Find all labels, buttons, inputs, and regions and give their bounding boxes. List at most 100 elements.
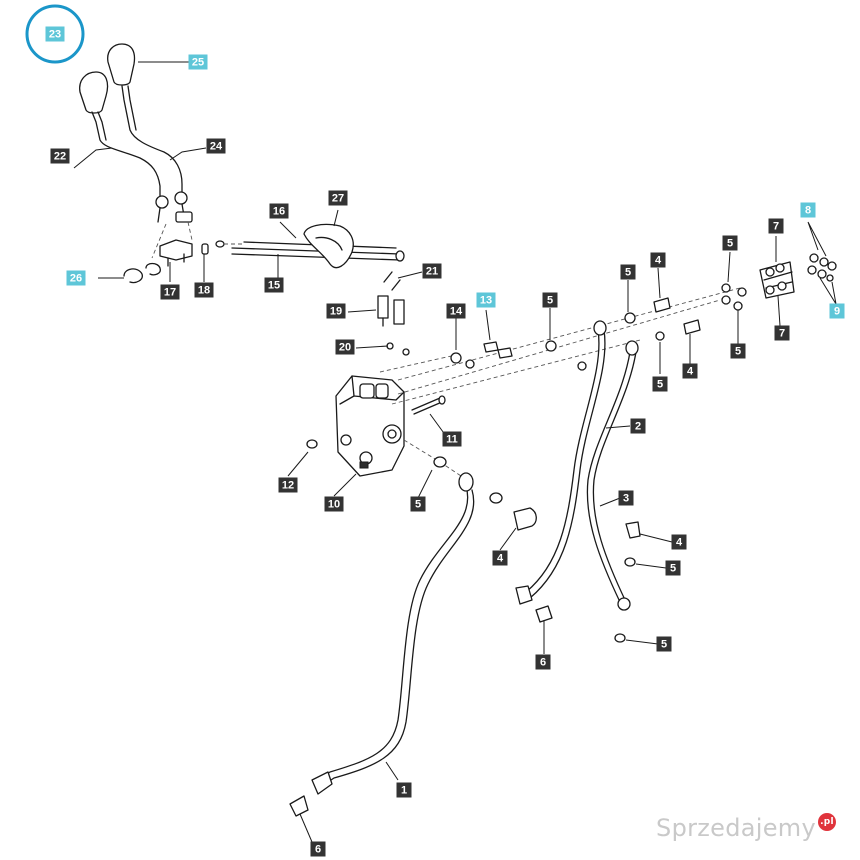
callout-box bbox=[278, 477, 298, 493]
callout-box bbox=[652, 376, 668, 392]
callout-5: 5 bbox=[542, 292, 558, 308]
hose-1 bbox=[289, 472, 475, 817]
callout-box bbox=[264, 277, 284, 293]
callout-box bbox=[160, 284, 180, 300]
callout-11: 11 bbox=[442, 431, 462, 447]
callout-number: 23 bbox=[49, 29, 61, 41]
callout-5: 5 bbox=[730, 343, 746, 359]
callout-number: 13 bbox=[480, 295, 492, 307]
callout-26-highlighted: 26 bbox=[66, 270, 86, 286]
callout-box bbox=[328, 190, 348, 206]
callout-number: 9 bbox=[834, 306, 840, 318]
callout-number: 5 bbox=[657, 379, 663, 391]
callout-box bbox=[326, 303, 346, 319]
callout-box bbox=[542, 292, 558, 308]
callout-2: 2 bbox=[630, 418, 646, 434]
callout-23-highlighted: 23 bbox=[45, 26, 65, 42]
callout-6: 6 bbox=[535, 654, 551, 670]
callout-box bbox=[45, 26, 65, 42]
callout-number: 22 bbox=[54, 151, 66, 163]
callout-number: 5 bbox=[415, 499, 421, 511]
callout-box bbox=[800, 202, 816, 218]
callout-box bbox=[194, 282, 214, 298]
callout-number: 14 bbox=[450, 306, 463, 318]
control-valve-10 bbox=[335, 375, 405, 477]
bracket-17 bbox=[159, 239, 193, 267]
callout-box bbox=[618, 490, 634, 506]
callout-number: 5 bbox=[625, 267, 631, 279]
callout-box bbox=[730, 343, 746, 359]
callout-box bbox=[310, 841, 326, 857]
callout-24: 24 bbox=[206, 138, 226, 154]
lever-clevis-joints bbox=[155, 191, 193, 223]
linkage-rods bbox=[215, 240, 405, 262]
callout-number: 8 bbox=[805, 205, 811, 217]
callout-box bbox=[665, 560, 681, 576]
watermark: Sprzedajemy.pl bbox=[656, 813, 836, 842]
callout-number: 12 bbox=[282, 480, 294, 492]
callout-box bbox=[722, 235, 738, 251]
bolt-11 bbox=[411, 395, 446, 415]
callout-number: 27 bbox=[332, 193, 344, 205]
callout-12: 12 bbox=[278, 477, 298, 493]
callout-7: 7 bbox=[768, 218, 784, 234]
callout-5: 5 bbox=[652, 376, 668, 392]
callout-number: 15 bbox=[268, 280, 280, 292]
callout-9-highlighted: 9 bbox=[829, 303, 845, 319]
callout-number: 5 bbox=[547, 295, 553, 307]
callout-5: 5 bbox=[665, 560, 681, 576]
callout-number: 2 bbox=[635, 421, 641, 433]
callout-box bbox=[476, 292, 496, 308]
callout-box bbox=[682, 363, 698, 379]
callout-box bbox=[535, 654, 551, 670]
callout-25-highlighted: 25 bbox=[188, 54, 208, 70]
callout-17: 17 bbox=[160, 284, 180, 300]
callout-number: 5 bbox=[735, 346, 741, 358]
callout-box bbox=[774, 325, 790, 341]
callout-box bbox=[50, 148, 70, 164]
callout-box bbox=[269, 203, 289, 219]
rod-end-19 bbox=[377, 295, 389, 327]
callout-1: 1 bbox=[396, 782, 412, 798]
callout-4: 4 bbox=[671, 534, 687, 550]
callout-8-highlighted: 8 bbox=[800, 202, 816, 218]
pin-18 bbox=[201, 243, 209, 255]
callout-number: 4 bbox=[655, 255, 662, 267]
callout-number: 26 bbox=[70, 273, 82, 285]
callout-number: 21 bbox=[426, 266, 438, 278]
callout-number: 4 bbox=[497, 553, 504, 565]
callout-number: 7 bbox=[779, 328, 785, 340]
callout-4: 4 bbox=[682, 363, 698, 379]
callout-3: 3 bbox=[618, 490, 634, 506]
callout-number: 17 bbox=[164, 287, 176, 299]
callout-14: 14 bbox=[446, 303, 466, 319]
callout-number: 18 bbox=[198, 285, 210, 297]
nuts-20 bbox=[386, 342, 410, 356]
callout-box bbox=[410, 496, 426, 512]
callout-number: 5 bbox=[727, 238, 733, 250]
callout-4: 4 bbox=[650, 252, 666, 268]
callout-number: 11 bbox=[446, 434, 458, 446]
callout-number: 1 bbox=[401, 785, 407, 797]
callout-number: 5 bbox=[661, 639, 667, 651]
callout-box bbox=[650, 252, 666, 268]
highlight-circle-23 bbox=[25, 4, 85, 64]
retaining-clip-26 bbox=[123, 262, 161, 284]
callout-box bbox=[671, 534, 687, 550]
callout-box bbox=[620, 264, 636, 280]
callout-box bbox=[324, 496, 344, 512]
callout-22: 22 bbox=[50, 148, 70, 164]
callout-6: 6 bbox=[310, 841, 326, 857]
rod-end-21 bbox=[383, 271, 405, 325]
adapters-4 bbox=[513, 297, 701, 539]
callout-4: 4 bbox=[492, 550, 508, 566]
callout-box bbox=[446, 303, 466, 319]
callout-5: 5 bbox=[656, 636, 672, 652]
callout-number: 10 bbox=[328, 499, 340, 511]
callout-number: 6 bbox=[540, 657, 546, 669]
callout-number: 24 bbox=[210, 141, 223, 153]
callout-box bbox=[396, 782, 412, 798]
callout-5: 5 bbox=[410, 496, 426, 512]
callout-box bbox=[656, 636, 672, 652]
